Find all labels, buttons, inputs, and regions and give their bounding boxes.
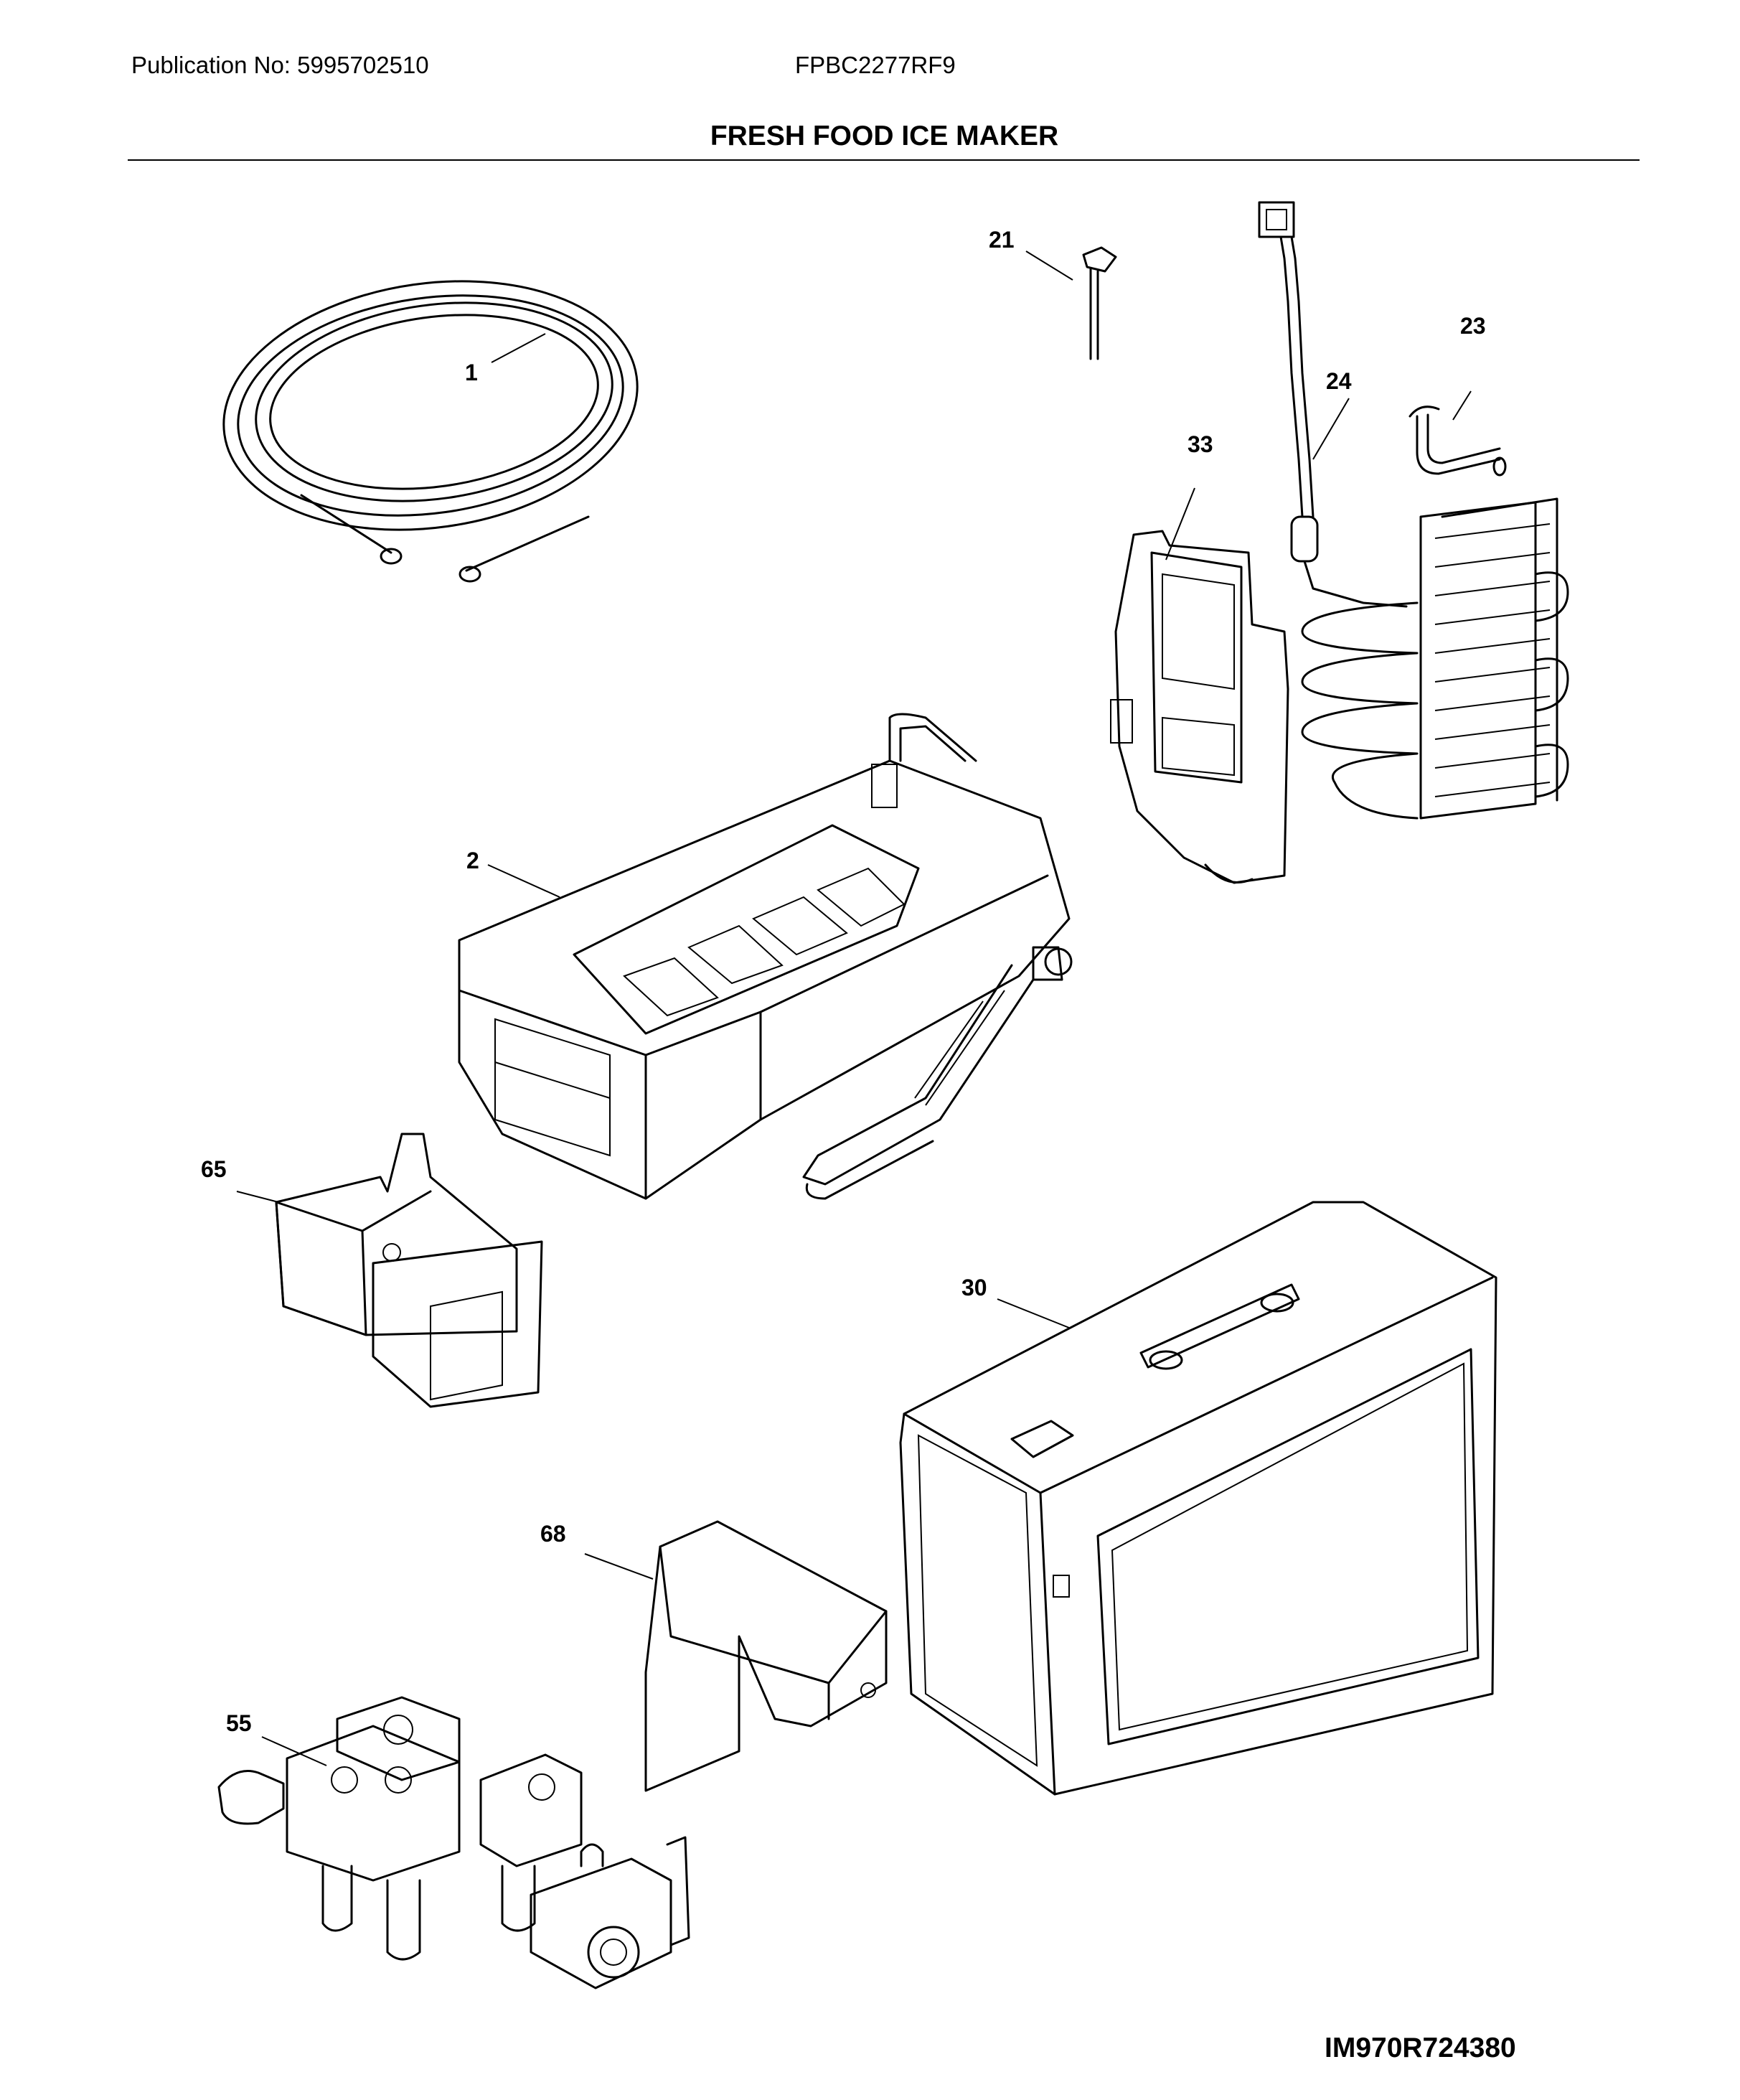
part-65-chute[interactable] [275, 1133, 543, 1408]
part-55-water-valve[interactable] [217, 1696, 690, 1989]
part-2-ice-maker[interactable] [458, 713, 1073, 1200]
callout-55: 55 [226, 1710, 327, 1766]
callout-65: 65 [201, 1156, 279, 1203]
part-23-evaporator[interactable] [1301, 406, 1569, 820]
part-24-harness[interactable] [1258, 201, 1408, 608]
callout-30: 30 [961, 1275, 1070, 1328]
model-number: FPBC2277RF9 [795, 52, 956, 78]
callout-33: 33 [1165, 431, 1213, 561]
svg-text:21: 21 [989, 227, 1015, 253]
svg-text:65: 65 [201, 1156, 227, 1182]
header-divider [128, 159, 1640, 161]
svg-text:23: 23 [1460, 313, 1486, 339]
part-33-cover[interactable] [1110, 530, 1289, 884]
part-1-water-tube[interactable] [207, 256, 654, 583]
part-30-ice-bucket[interactable] [899, 1201, 1497, 1796]
callout-1: 1 [465, 333, 546, 385]
callout-23: 23 [1452, 313, 1486, 421]
svg-text:68: 68 [540, 1521, 566, 1547]
callout-label-1: 1 [465, 360, 478, 385]
svg-text:33: 33 [1188, 431, 1213, 457]
callout-21: 21 [989, 227, 1073, 281]
callout-2: 2 [466, 848, 560, 898]
publication-number: Publication No: 5995702510 [131, 52, 429, 78]
svg-text:55: 55 [226, 1710, 252, 1736]
callout-68: 68 [540, 1521, 654, 1580]
part-21-sensor[interactable] [1082, 246, 1117, 360]
illustration-code: IM970R724380 [1325, 2033, 1516, 2063]
svg-text:30: 30 [961, 1275, 987, 1300]
callout-24: 24 [1312, 368, 1352, 460]
svg-text:2: 2 [466, 848, 479, 873]
part-68-cover[interactable] [644, 1520, 888, 1792]
page-title: FRESH FOOD ICE MAKER [710, 121, 1059, 151]
svg-text:24: 24 [1326, 368, 1352, 394]
